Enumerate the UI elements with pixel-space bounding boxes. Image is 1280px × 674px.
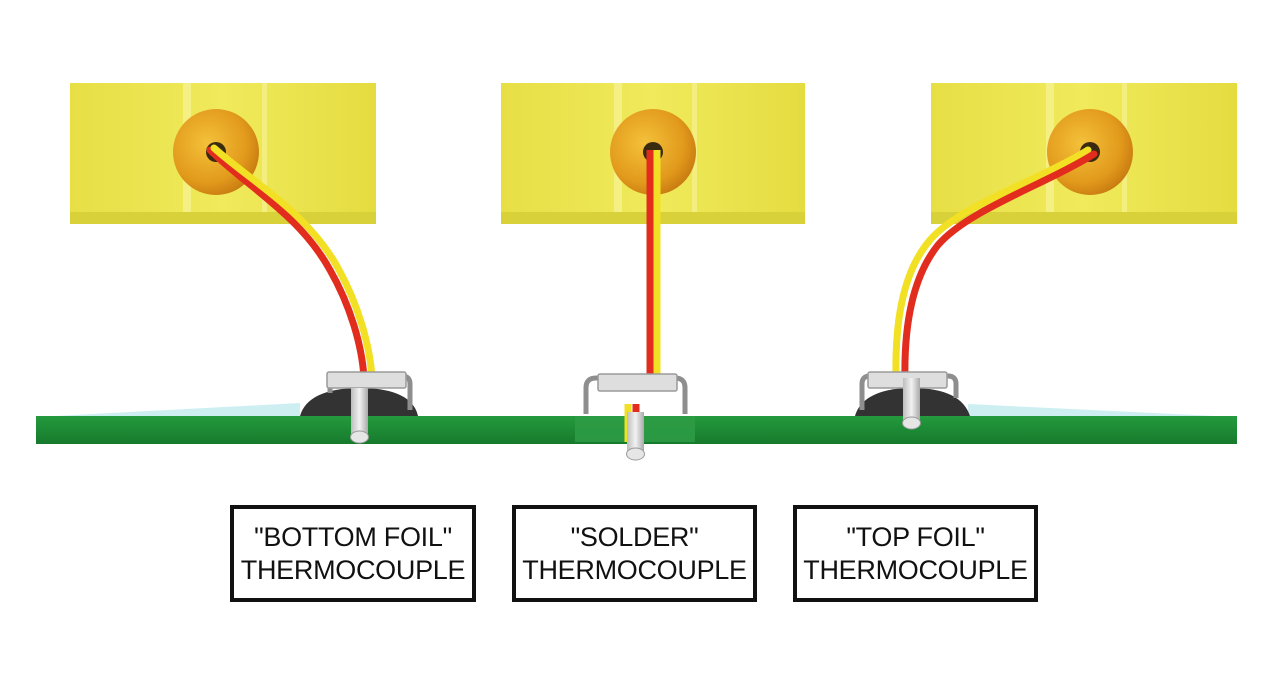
- label-line-1: "BOTTOM FOIL": [254, 521, 452, 552]
- probe-post: [351, 388, 368, 438]
- wire-red: [206, 146, 368, 382]
- wire-yellow: [210, 144, 376, 382]
- wire-yellow: [892, 146, 1092, 384]
- solder-label: "SOLDER" THERMOCOUPLE: [512, 505, 757, 602]
- foil-highlight-left: [36, 403, 300, 417]
- top-foil-label: "TOP FOIL" THERMOCOUPLE: [793, 505, 1038, 602]
- wire-red: [901, 150, 1098, 384]
- solder-assembly: [501, 83, 805, 461]
- label-line-2: THERMOCOUPLE: [522, 554, 747, 585]
- label-line-2: THERMOCOUPLE: [803, 554, 1028, 585]
- bottom-foil-label: "BOTTOM FOIL" THERMOCOUPLE: [230, 505, 476, 602]
- probe-post: [903, 378, 920, 424]
- label-line-2: THERMOCOUPLE: [240, 554, 466, 585]
- bottom-foil-assembly: [70, 83, 418, 444]
- label-line-1: "SOLDER": [570, 521, 699, 552]
- label-line-1: "TOP FOIL": [846, 521, 985, 552]
- top-foil-assembly: [855, 83, 1237, 430]
- probe-post: [627, 412, 644, 456]
- clip-sleeve: [326, 371, 407, 389]
- foil-highlight-right: [968, 404, 1236, 417]
- clip-sleeve: [597, 373, 678, 392]
